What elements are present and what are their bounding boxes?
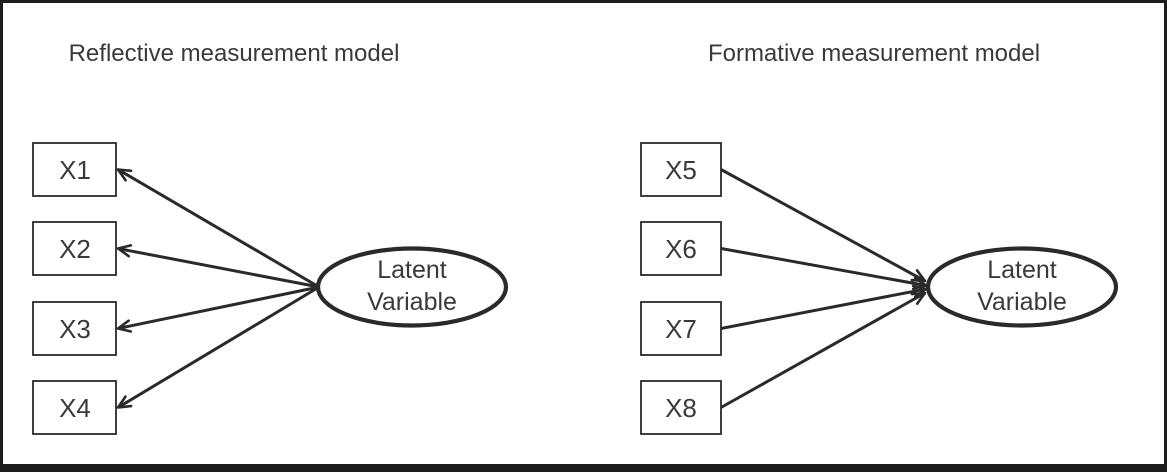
indicator-label-x5: X5 [665, 155, 697, 185]
indicator-box-x4 [32, 380, 117, 435]
reflective-arrow-to-x3 [116, 285, 320, 333]
indicator-box-x6 [640, 221, 722, 276]
formative-arrow-from-x5 [720, 168, 927, 283]
indicator-label-x2: X2 [59, 234, 91, 264]
diagram-frame-bottom-bar [0, 465, 1167, 472]
indicator-label-x7: X7 [665, 314, 697, 344]
indicator-label-x1: X1 [59, 155, 91, 185]
indicator-box-x1 [32, 142, 117, 197]
indicator-label-x8: X8 [665, 393, 697, 423]
reflective-arrow-to-x2 [116, 244, 320, 289]
reflective-latent-label-line2: Variable [367, 288, 457, 316]
indicator-label-x6: X6 [665, 234, 697, 264]
reflective-model-panel: Reflective measurement model X1 X2 X3 X4… [32, 40, 509, 435]
indicator-label-x3: X3 [59, 314, 91, 344]
formative-arrow-from-x7 [720, 284, 928, 330]
indicator-box-x2 [32, 221, 117, 276]
formative-latent-label-line2: Variable [977, 288, 1067, 316]
indicator-box-x3 [32, 301, 117, 356]
reflective-latent-variable-ellipse [315, 246, 509, 328]
reflective-arrow-to-x1 [116, 168, 320, 289]
formative-model-panel: Formative measurement model X5 X6 X7 X8 … [640, 40, 1119, 435]
reflective-latent-label-line1: Latent [377, 256, 447, 284]
formative-latent-label-line1: Latent [987, 256, 1057, 284]
formative-latent-variable-ellipse [925, 246, 1119, 328]
indicator-box-x5 [640, 142, 722, 197]
reflective-panel-title: Reflective measurement model [69, 40, 400, 67]
indicator-box-x8 [640, 380, 722, 435]
indicator-box-x7 [640, 301, 722, 356]
formative-arrow-from-x6 [720, 247, 928, 291]
formative-panel-title: Formative measurement model [708, 40, 1040, 67]
formative-arrow-from-x8 [720, 291, 927, 409]
indicator-label-x4: X4 [59, 393, 91, 423]
reflective-arrow-to-x4 [116, 285, 320, 409]
